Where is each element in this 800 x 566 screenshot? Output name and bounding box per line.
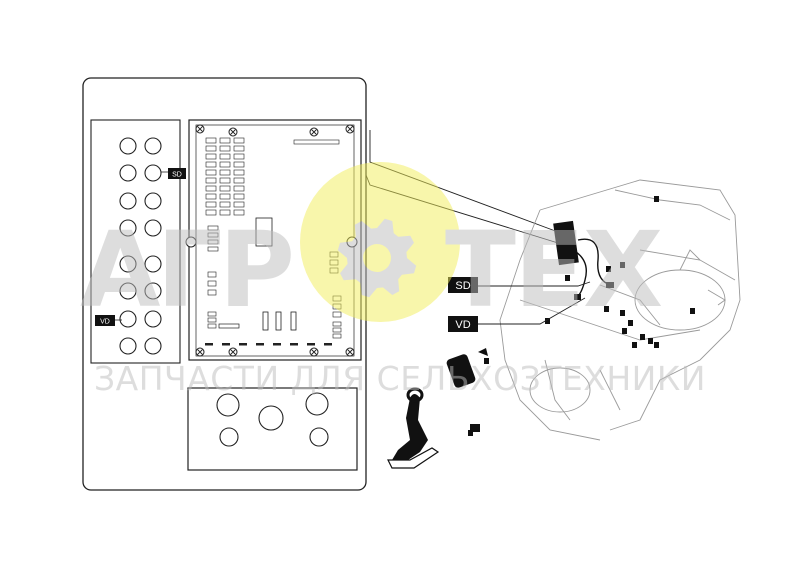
component-markers xyxy=(468,196,695,436)
terminal-block xyxy=(219,161,231,168)
terminal-hole xyxy=(144,337,162,355)
terminal-block xyxy=(205,145,217,152)
terminal-block xyxy=(219,209,231,216)
component-marker xyxy=(468,430,473,436)
component-marker xyxy=(565,275,570,281)
terminal-block xyxy=(233,185,245,192)
component-marker xyxy=(648,338,653,344)
terminal-block xyxy=(219,153,231,160)
component-marker xyxy=(620,310,625,316)
screw xyxy=(228,347,238,357)
terminal-block xyxy=(219,193,231,200)
terminal-block xyxy=(233,137,245,144)
terminal-block xyxy=(205,137,217,144)
terminal-block xyxy=(233,153,245,160)
terminal-hole xyxy=(144,282,162,300)
terminal-hole xyxy=(119,282,137,300)
vd-tag-small-label: VD xyxy=(100,319,110,326)
harness-connector xyxy=(553,220,614,300)
screw xyxy=(309,127,319,137)
component-marker xyxy=(640,334,645,340)
terminal-block xyxy=(205,209,217,216)
component-marker xyxy=(690,308,695,314)
component-marker xyxy=(606,266,611,272)
terminal-hole xyxy=(144,192,162,210)
terminal-block xyxy=(219,185,231,192)
screw xyxy=(309,347,319,357)
terminal-hole xyxy=(119,164,137,182)
terminal-hole xyxy=(119,219,137,237)
terminal-block xyxy=(233,177,245,184)
gear-icon xyxy=(337,218,417,298)
mounting-screws xyxy=(195,124,355,357)
leader-line-upper xyxy=(369,130,559,233)
terminal-hole xyxy=(119,337,137,355)
terminal-block xyxy=(233,209,245,216)
sd-tag-small: SD xyxy=(168,168,186,179)
component-marker xyxy=(654,196,659,202)
terminal-block xyxy=(233,145,245,152)
terminal-block xyxy=(233,193,245,200)
terminal-hole xyxy=(119,137,137,155)
component-marker xyxy=(628,320,633,326)
screw xyxy=(345,124,355,134)
watermark-title-right: ТЕХ xyxy=(445,209,662,331)
terminal-block xyxy=(233,201,245,208)
terminal-block xyxy=(219,145,231,152)
terminal-block xyxy=(205,161,217,168)
screw xyxy=(195,124,205,134)
component-marker xyxy=(622,328,627,334)
component-marker xyxy=(620,262,625,268)
lower-panel xyxy=(187,387,358,471)
vd-callout-label: VD xyxy=(455,319,470,331)
terminal-block xyxy=(219,201,231,208)
component-marker xyxy=(604,306,609,312)
sd-tag-small-label: SD xyxy=(172,172,182,179)
terminal-hole xyxy=(119,192,137,210)
terminal-hole xyxy=(144,137,162,155)
terminal-holes xyxy=(119,137,162,355)
terminal-hole xyxy=(144,310,162,328)
component-marker xyxy=(545,318,550,324)
component-marker xyxy=(632,342,637,348)
terminal-block xyxy=(205,169,217,176)
screw xyxy=(345,347,355,357)
vd-callout: VD xyxy=(448,316,478,332)
watermark-title-left: АГР xyxy=(80,209,291,331)
screw xyxy=(195,347,205,357)
terminal-block xyxy=(205,193,217,200)
terminal-hole xyxy=(144,219,162,237)
screw xyxy=(228,127,238,137)
sensor-mount xyxy=(387,348,488,469)
sd-callout: SD xyxy=(448,277,478,293)
terminal-block xyxy=(205,185,217,192)
watermark-subtitle: ЗАПЧАСТИ ДЛЯ СЕЛЬХОЗТЕХНИКИ xyxy=(94,359,706,398)
terminal-block xyxy=(205,201,217,208)
hinge-left xyxy=(185,236,197,248)
terminal-hole xyxy=(119,255,137,273)
terminal-block xyxy=(219,137,231,144)
component-marker xyxy=(484,358,489,364)
sd-callout-label: SD xyxy=(455,280,470,292)
component-marker xyxy=(654,342,659,348)
vd-leader xyxy=(478,297,586,325)
terminal-hole xyxy=(144,164,162,182)
terminal-strip xyxy=(90,119,181,364)
terminal-block xyxy=(219,169,231,176)
terminal-block xyxy=(205,177,217,184)
sd-leader xyxy=(478,281,591,287)
terminal-hole xyxy=(119,310,137,328)
terminal-block xyxy=(219,177,231,184)
watermark: АГР ТЕХ ЗАПЧАСТИ ДЛЯ СЕЛЬХОЗТЕХНИКИ xyxy=(80,162,706,398)
terminal-hole xyxy=(144,255,162,273)
vd-tag-small: VD xyxy=(95,315,115,326)
terminal-block xyxy=(205,153,217,160)
terminal-block xyxy=(233,161,245,168)
machine-frame xyxy=(499,179,741,441)
terminal-block xyxy=(233,169,245,176)
